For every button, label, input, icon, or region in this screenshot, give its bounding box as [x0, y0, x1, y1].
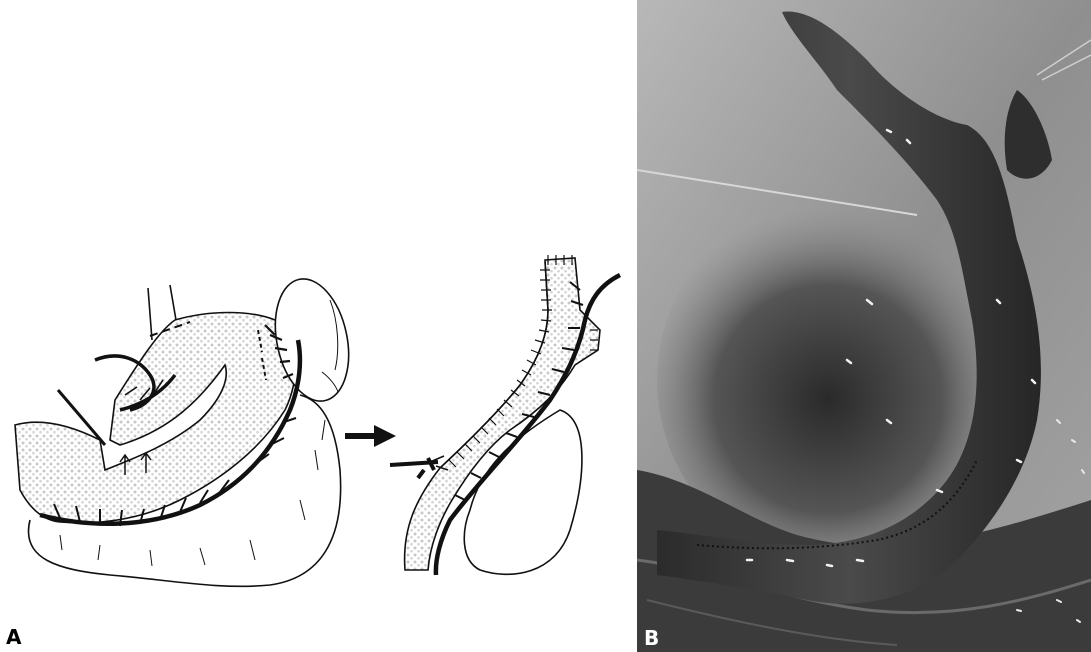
panel-a-illustration: A: [0, 0, 634, 652]
transition-arrow: [345, 425, 396, 447]
panel-label-a: A: [6, 627, 21, 647]
panel-label-b: B: [644, 628, 659, 648]
panel-b-photo: B: [637, 0, 1091, 652]
stomach-before-drawing: [15, 272, 359, 586]
gastric-tube-drawing: [390, 255, 620, 575]
surgical-diagram: [0, 0, 634, 652]
intraoperative-photo: [637, 0, 1091, 652]
